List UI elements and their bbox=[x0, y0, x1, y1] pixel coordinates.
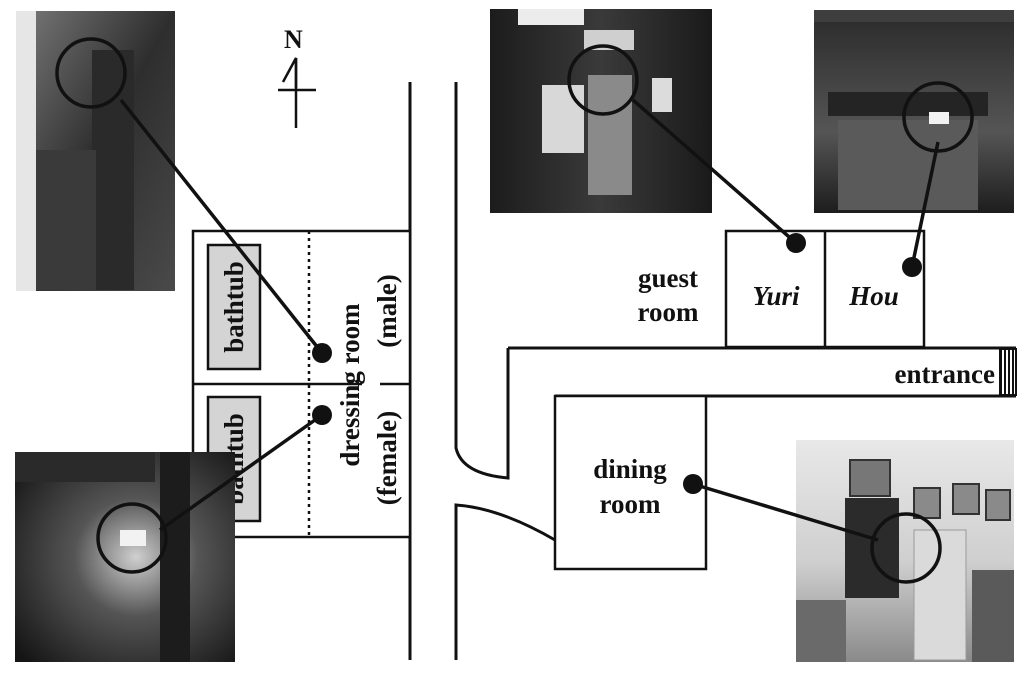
dining-room-outline bbox=[553, 394, 708, 571]
marker-dot bbox=[683, 474, 703, 494]
north-compass: N bbox=[278, 25, 316, 128]
entrance-door-mark bbox=[999, 348, 1017, 396]
entrance-label: entrance bbox=[895, 359, 995, 389]
compass-north-label: N bbox=[284, 25, 303, 54]
guest-rooms: guest room Yuri Hou bbox=[638, 229, 926, 349]
photo-hou-door bbox=[814, 10, 1014, 213]
highlight-ring bbox=[902, 81, 974, 153]
guest-room-label-line2: room bbox=[638, 297, 699, 327]
bath-block: bathtub bathtub dressing room (male) (fe… bbox=[191, 229, 412, 539]
dressing-room-label: dressing room bbox=[335, 303, 365, 467]
dining-room: dining room bbox=[553, 394, 708, 571]
compass-arrow-head bbox=[281, 57, 298, 88]
marker-dot bbox=[312, 405, 332, 425]
bathtub-male-label: bathtub bbox=[219, 261, 249, 353]
room-yuri-label: Yuri bbox=[752, 281, 800, 311]
dining-room-label-line1: dining bbox=[593, 454, 667, 484]
pointer-female-bath-door bbox=[96, 405, 332, 574]
photo-bath-door bbox=[16, 11, 175, 291]
photo-dining-room bbox=[796, 440, 1014, 662]
highlight-ring bbox=[870, 512, 942, 584]
highlight-ring bbox=[55, 37, 127, 109]
highlight-ring bbox=[567, 44, 639, 116]
photo-female-bath-door-frame bbox=[15, 452, 235, 662]
highlight-ring bbox=[96, 502, 168, 574]
photo-female-bath-door bbox=[15, 452, 235, 662]
dining-room-label-line2: room bbox=[600, 489, 661, 519]
pointer-dining-room bbox=[683, 474, 942, 584]
corridor-east-wall-upper bbox=[454, 82, 510, 480]
marker-dot bbox=[902, 257, 922, 277]
pointer-hou-door bbox=[902, 81, 974, 277]
room-hou-label: Hou bbox=[848, 281, 899, 311]
corridor-east-wall-lower bbox=[454, 503, 556, 660]
male-label: (male) bbox=[372, 274, 402, 347]
pointer-bath-door bbox=[55, 37, 332, 363]
marker-dot bbox=[786, 233, 806, 253]
photo-yuri-door bbox=[490, 9, 712, 213]
guest-room-label-line1: guest bbox=[638, 263, 698, 293]
pointer-yuri-door bbox=[567, 44, 806, 253]
female-label: (female) bbox=[372, 411, 402, 505]
marker-dot bbox=[312, 343, 332, 363]
